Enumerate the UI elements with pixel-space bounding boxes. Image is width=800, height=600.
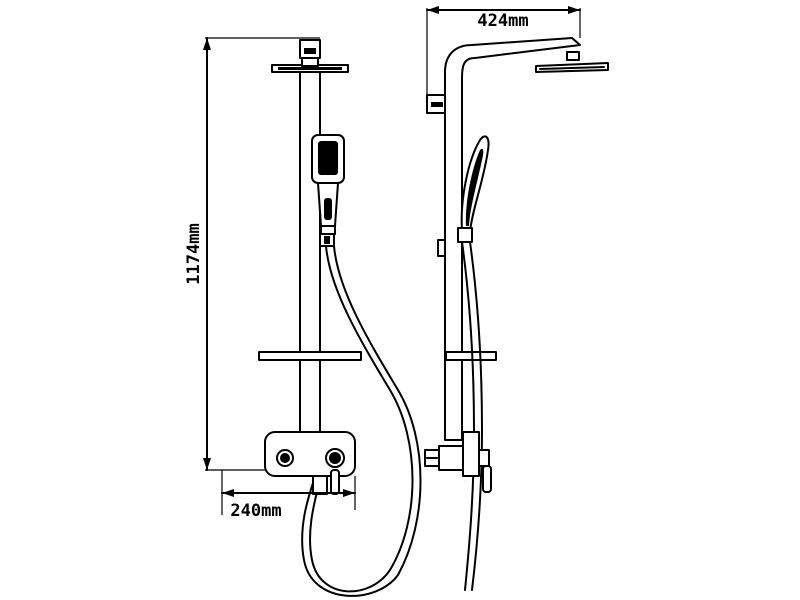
hand-shower-side: [457, 135, 490, 243]
shower-hose: [301, 245, 422, 597]
depth-dimension: 240mm: [221, 470, 356, 521]
height-label: 1174mm: [184, 223, 204, 284]
width-dimension: 424mm: [426, 6, 581, 110]
riser-arm-side: [444, 37, 581, 441]
side-view: 424mm: [424, 6, 609, 591]
riser-pipe: [299, 71, 321, 433]
slider-knob: [437, 239, 446, 257]
height-dimension: 1174mm: [184, 37, 320, 471]
mixer-valve-side: [424, 431, 492, 493]
soap-shelf: [258, 351, 362, 361]
shower-hose-side: [461, 241, 483, 591]
mixer-valve: [264, 431, 356, 495]
soap-shelf-side: [445, 351, 497, 361]
width-label: 424mm: [477, 11, 528, 31]
rain-shower-head-side: [535, 51, 609, 73]
hand-shower: [311, 134, 345, 235]
top-bracket: [299, 39, 321, 59]
rain-shower-head: [271, 57, 349, 73]
front-view: 1174mm: [184, 37, 422, 597]
depth-label: 240mm: [230, 501, 281, 521]
